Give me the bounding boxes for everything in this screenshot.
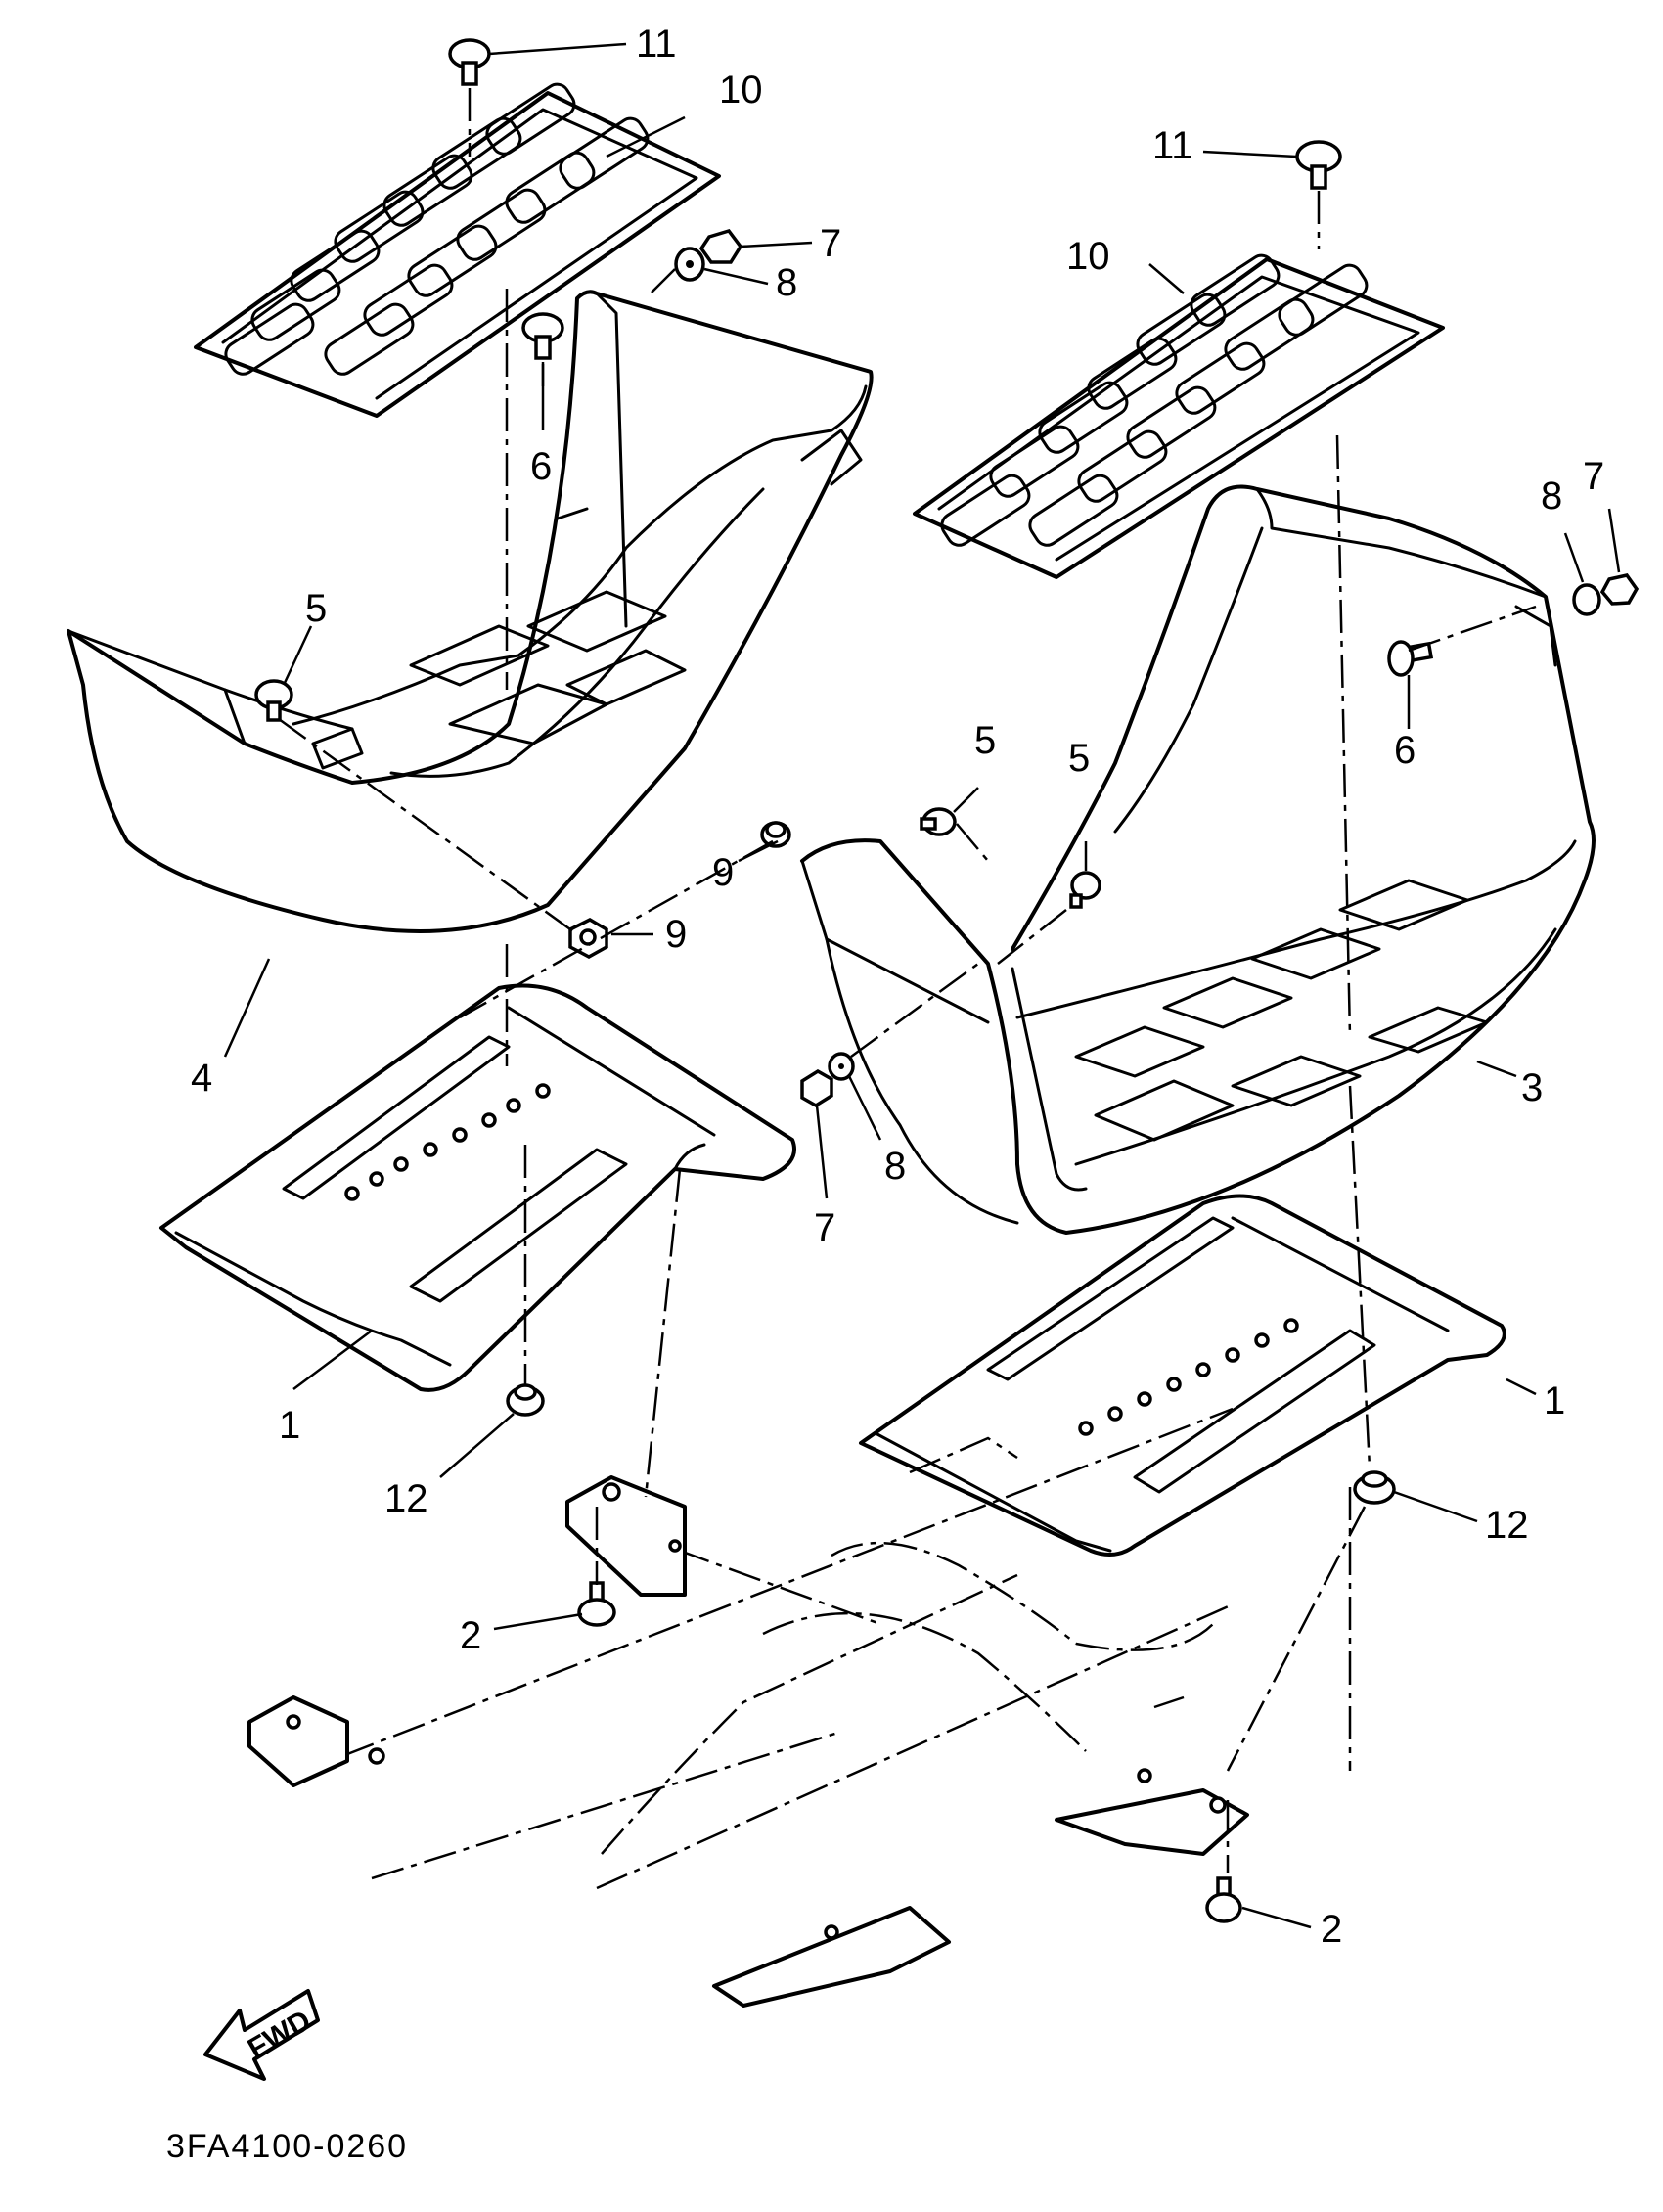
nut-7-left xyxy=(698,228,743,264)
callout-8-right: 8 xyxy=(1541,474,1562,518)
callout-2-left: 2 xyxy=(460,1614,481,1657)
callout-11-left: 11 xyxy=(636,23,677,66)
callout-9-left-upper: 9 xyxy=(712,851,734,894)
bolt-5-right-a xyxy=(920,807,957,836)
bolt-2-right xyxy=(1205,1876,1242,1923)
nut-7-right xyxy=(1599,573,1640,606)
left-footrest-bracket xyxy=(159,983,796,1392)
forward-direction-arrow: FWD xyxy=(203,1989,320,2081)
right-footrest-mat xyxy=(913,253,1445,579)
left-footrest-mat xyxy=(194,82,721,418)
bolt-5-right-b xyxy=(1069,871,1101,909)
callout-12-right: 12 xyxy=(1485,1504,1529,1547)
right-footrest-body xyxy=(800,484,1596,1235)
washer-8-right-lower xyxy=(828,1052,855,1081)
leader-lines xyxy=(223,42,1621,1929)
callout-7-right-lower: 7 xyxy=(814,1206,835,1249)
callout-3: 3 xyxy=(1521,1066,1543,1109)
bolt-11-right xyxy=(1295,140,1342,190)
bolt-11-left xyxy=(448,38,491,86)
callout-12-left: 12 xyxy=(384,1477,428,1520)
grommet-12-left xyxy=(506,1383,545,1417)
callout-5-right-b: 5 xyxy=(1068,737,1090,780)
washer-8-right xyxy=(1572,583,1601,616)
callout-7-right: 7 xyxy=(1583,455,1604,498)
callout-6-left: 6 xyxy=(530,445,552,488)
callout-8-left: 8 xyxy=(776,261,797,304)
figure-code: 3FA4100-0260 xyxy=(166,2128,408,2165)
callout-2-right: 2 xyxy=(1321,1908,1342,1951)
bolt-6-left xyxy=(521,312,564,360)
callouts: 11 10 7 8 6 5 9 9 4 1 12 2 11 10 8 7 6 5… xyxy=(191,23,1604,1951)
callout-4: 4 xyxy=(191,1057,212,1100)
grommet-9-left-lower xyxy=(568,918,608,959)
grommet-9-left-upper xyxy=(760,821,791,848)
frame-bracket-front-left xyxy=(565,1475,687,1597)
callout-9-left-lower: 9 xyxy=(665,913,687,956)
callout-5-right-a: 5 xyxy=(974,719,996,762)
grommet-12-right xyxy=(1353,1470,1396,1505)
callout-5-left: 5 xyxy=(305,587,327,630)
frame-bracket-bottom xyxy=(712,1906,951,2008)
callout-11-right: 11 xyxy=(1152,124,1193,167)
washer-8-left xyxy=(674,247,705,282)
left-footrest-body xyxy=(67,290,874,933)
callout-1-right: 1 xyxy=(1544,1379,1565,1422)
right-footrest-bracket xyxy=(859,1194,1506,1557)
nut-7-right-lower xyxy=(800,1068,833,1108)
frame-phantom xyxy=(341,1407,1234,1890)
bolt-2-left xyxy=(577,1581,616,1627)
callout-7-left: 7 xyxy=(820,222,841,265)
frame-bracket-right xyxy=(1055,1768,1249,1856)
assembly-centerlines xyxy=(278,88,1537,1873)
callout-10-right: 10 xyxy=(1066,235,1110,278)
callout-8-right-lower: 8 xyxy=(884,1145,906,1188)
callout-10-left: 10 xyxy=(719,68,763,112)
bolt-5-left xyxy=(254,679,293,722)
callout-6-right: 6 xyxy=(1394,729,1416,772)
callout-1-left: 1 xyxy=(279,1404,300,1447)
frame-bracket-rear-left xyxy=(247,1695,385,1787)
bolt-6-right xyxy=(1387,640,1434,677)
